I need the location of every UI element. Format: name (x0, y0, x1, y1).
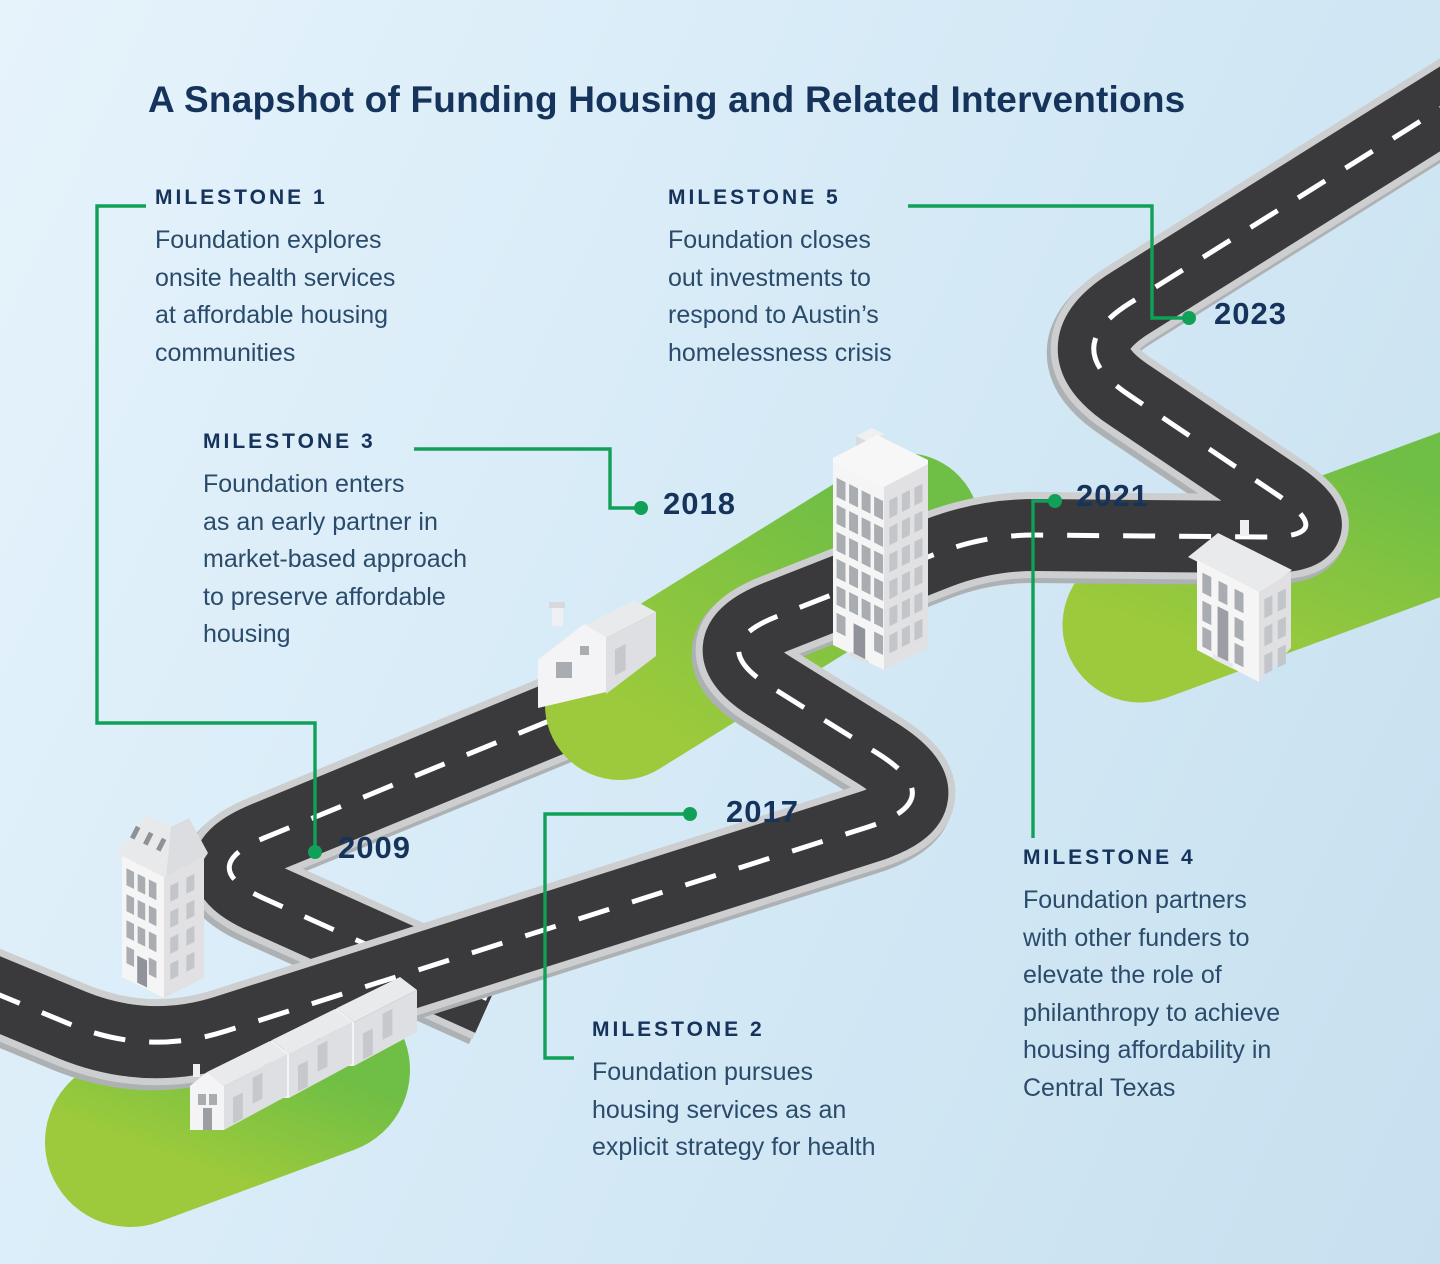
year-label-2018: 2018 (663, 486, 736, 521)
timeline-dot-2018 (634, 501, 648, 515)
road-main (0, 58, 1440, 1091)
milestone-3-label: MILESTONE 3 (203, 430, 376, 453)
timeline-dot-2009 (308, 845, 322, 859)
milestone-2: MILESTONE 2 Foundation pursues housing s… (592, 1018, 982, 1167)
building-house-small (538, 600, 656, 708)
milestone-4-label: MILESTONE 4 (1023, 846, 1196, 869)
milestone-4-description: Foundation partners with other funders t… (1023, 886, 1281, 1102)
milestone-4-connector (1031, 499, 1053, 838)
milestone-3-description: Foundation enters as an early partner in… (203, 470, 468, 648)
building-tower-left (117, 815, 208, 998)
year-label-2017: 2017 (726, 794, 799, 829)
building-house-right (1188, 520, 1292, 682)
milestone-3: MILESTONE 3 Foundation enters as an earl… (203, 430, 563, 654)
building-rowhouse (190, 977, 417, 1130)
milestone-5-label: MILESTONE 5 (668, 186, 841, 209)
milestone-5: MILESTONE 5 Foundation closes out invest… (668, 186, 968, 372)
year-label-2009: 2009 (338, 830, 411, 865)
building-tower-center (833, 428, 928, 670)
timeline-dot-2021 (1048, 494, 1062, 508)
milestone-1-description: Foundation explores onsite health servic… (155, 226, 396, 367)
timeline-dot-2023 (1182, 311, 1196, 325)
milestone-1-connector (95, 204, 317, 852)
timeline-dot-2017 (683, 807, 697, 821)
year-label-2021: 2021 (1076, 478, 1149, 513)
milestone-2-description: Foundation pursues housing services as a… (592, 1058, 876, 1161)
milestone-2-connector (543, 812, 688, 1060)
milestone-5-connector (908, 204, 1187, 320)
milestone-5-description: Foundation closes out investments to res… (668, 226, 892, 367)
milestone-connectors (95, 204, 1196, 1060)
milestone-1: MILESTONE 1 Foundation explores onsite h… (155, 186, 465, 372)
milestone-2-label: MILESTONE 2 (592, 1018, 765, 1041)
milestone-1-label: MILESTONE 1 (155, 186, 328, 209)
milestone-3-connector (414, 447, 639, 510)
road-branch-2009 (182, 660, 617, 1045)
milestone-4: MILESTONE 4 Foundation partners with oth… (1023, 846, 1373, 1107)
year-label-2023: 2023 (1214, 296, 1287, 331)
page-title: A Snapshot of Funding Housing and Relate… (148, 78, 1186, 120)
